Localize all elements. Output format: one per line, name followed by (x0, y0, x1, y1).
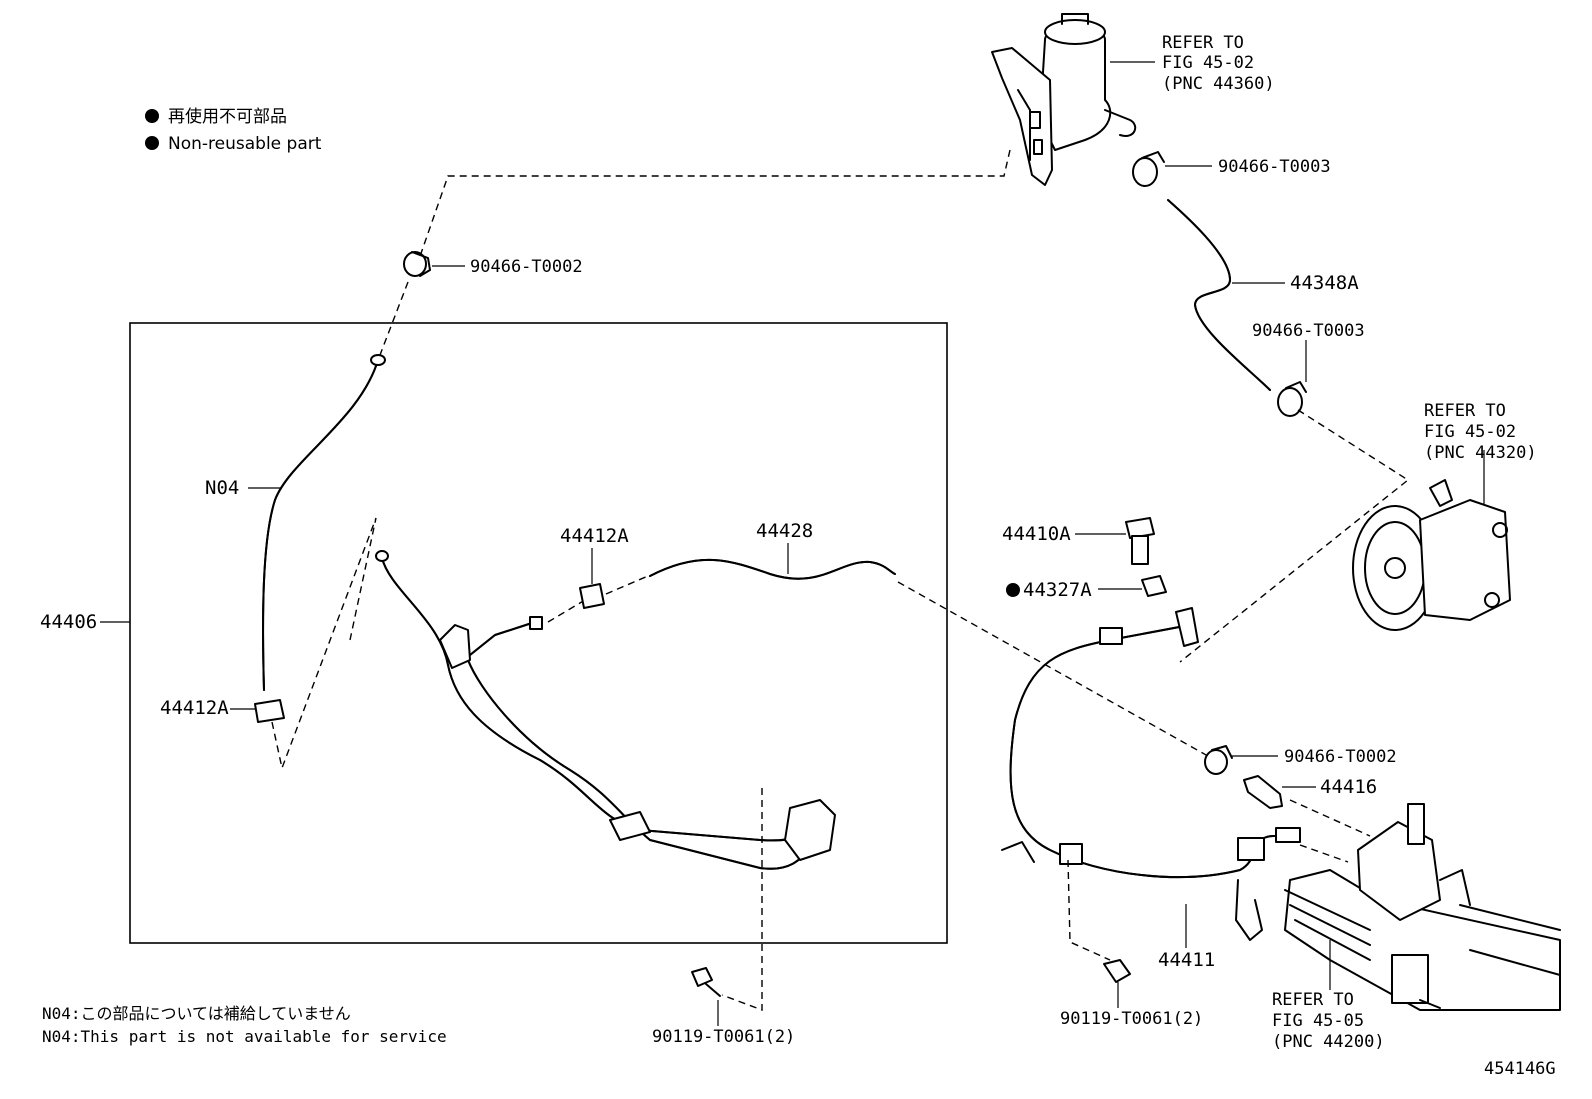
label-44416: 44416 (1320, 776, 1377, 798)
power-steering-pump (1352, 479, 1511, 631)
clamp-icon (254, 699, 285, 723)
assembly-box (129, 322, 948, 944)
svg-text:REFER TO: REFER TO (1272, 990, 1354, 1010)
refer-tank: REFER TO FIG 45-02 (PNC 44360) (1162, 33, 1275, 94)
clamp-icon (579, 583, 605, 609)
steering-gear (1284, 803, 1561, 1011)
label-N04: N04 (205, 477, 239, 499)
figure-id: 454146G (1484, 1059, 1556, 1079)
non-reusable-bullet-icon (145, 136, 159, 150)
label-90119-T0061-right: 90119-T0061(2) (1060, 1009, 1203, 1029)
bolt-icon (1103, 959, 1131, 983)
hose-44348a (1167, 199, 1271, 391)
svg-text:FIG 45-02: FIG 45-02 (1424, 422, 1516, 442)
reservoir-tank (991, 13, 1137, 186)
label-44412A-left: 44412A (160, 697, 229, 719)
label-90466-T0003-top: 90466-T0003 (1218, 157, 1331, 177)
label-90466-T0003-mid: 90466-T0003 (1252, 321, 1365, 341)
bolt-icon (691, 967, 721, 997)
label-90466-T0002-left: 90466-T0002 (470, 257, 583, 277)
label-44411: 44411 (1158, 949, 1215, 971)
label-90466-T0002-right: 90466-T0002 (1284, 747, 1397, 767)
clamp-icon (1132, 151, 1165, 187)
clamp-icon (1277, 381, 1307, 417)
svg-text:(PNC 44320): (PNC 44320) (1424, 443, 1537, 463)
svg-text:REFER TO: REFER TO (1162, 33, 1244, 53)
label-44410A: 44410A (1002, 523, 1071, 545)
union-bolt-icon (1125, 517, 1155, 565)
clamp-icon (1204, 745, 1233, 775)
footnotes: N04:この部品については補給していません N04:This part is n… (42, 1004, 447, 1046)
label-44406: 44406 (40, 611, 97, 633)
legend: 再使用不可部品 Non-reusable part (145, 106, 322, 154)
svg-text:(PNC 44200): (PNC 44200) (1272, 1032, 1385, 1052)
cooler-tube (375, 550, 836, 870)
svg-text:(PNC 44360): (PNC 44360) (1162, 74, 1275, 94)
hose-n04 (262, 359, 379, 691)
note-jp: N04:この部品については補給していません (42, 1004, 351, 1023)
label-44348A: 44348A (1290, 272, 1359, 294)
label-44327A: 44327A (1023, 579, 1092, 601)
refer-gear: REFER TO FIG 45-05 (PNC 44200) (1272, 990, 1385, 1052)
refer-pump: REFER TO FIG 45-02 (PNC 44320) (1424, 401, 1537, 463)
union-icon (1243, 775, 1283, 809)
non-reusable-bullet-icon (1006, 583, 1020, 597)
clamp-icon (403, 251, 431, 277)
legend-jp: 再使用不可部品 (168, 106, 287, 127)
legend-en: Non-reusable part (168, 134, 322, 154)
note-en: N04:This part is not available for servi… (42, 1027, 447, 1046)
pressure-tube-44411 (1001, 607, 1301, 941)
svg-text:FIG 45-05: FIG 45-05 (1272, 1011, 1364, 1031)
svg-text:REFER TO: REFER TO (1424, 401, 1506, 421)
gasket-icon (1141, 575, 1167, 597)
svg-text:FIG 45-02: FIG 45-02 (1162, 53, 1254, 73)
label-90119-T0061-left: 90119-T0061(2) (652, 1027, 795, 1047)
label-44428: 44428 (756, 520, 813, 542)
non-reusable-bullet-icon (145, 109, 159, 123)
label-44412A-top: 44412A (560, 525, 629, 547)
